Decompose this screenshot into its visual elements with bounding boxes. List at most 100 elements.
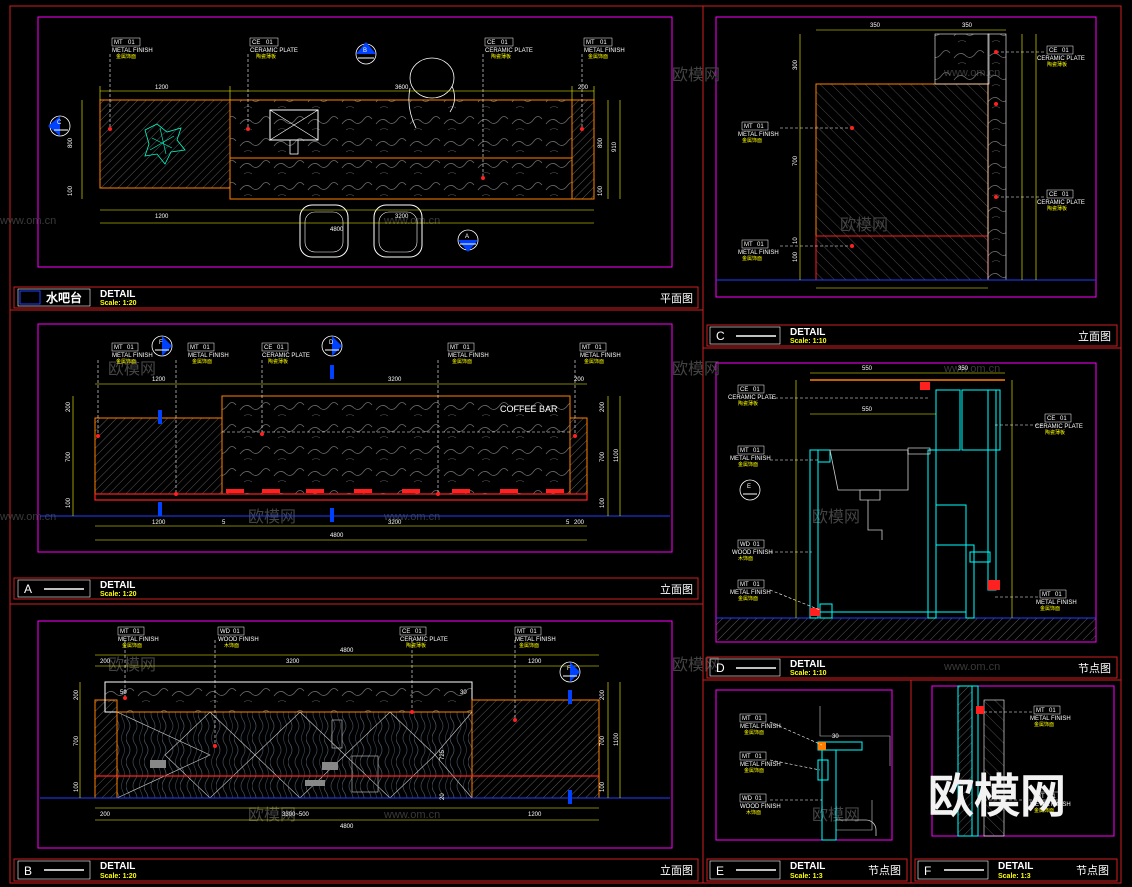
svg-text:CE: CE — [264, 345, 272, 351]
svg-text:20: 20 — [440, 793, 446, 800]
svg-text:金属饰面: 金属饰面 — [116, 358, 136, 365]
svg-text:MT: MT — [740, 448, 749, 454]
watermark-url: www.om.cn — [383, 809, 440, 821]
svg-text:金属饰面: 金属饰面 — [742, 137, 762, 144]
svg-text:F: F — [924, 864, 931, 878]
plan-dim-bottom: 1200 — [155, 214, 169, 220]
svg-text:陶瓷薄板: 陶瓷薄板 — [1047, 61, 1067, 68]
svg-text:550: 550 — [862, 366, 873, 372]
svg-text:4800: 4800 — [340, 824, 354, 830]
svg-text:WOOD FINISH: WOOD FINISH — [732, 550, 773, 556]
svg-text:4800: 4800 — [330, 533, 344, 539]
svg-text:01: 01 — [530, 629, 537, 635]
svg-text:E: E — [747, 484, 751, 490]
svg-text:100: 100 — [793, 251, 799, 262]
svg-text:陶瓷薄板: 陶瓷薄板 — [256, 53, 276, 60]
svg-text:Scale: 1:3: Scale: 1:3 — [998, 873, 1031, 880]
title-bar-c: C DETAIL Scale: 1:10 立面图 — [706, 324, 1118, 347]
section-marker-e: E — [739, 479, 761, 501]
title-bar-f: F DETAIL Scale: 1:3 节点图 — [914, 858, 1118, 882]
svg-text:木饰面: 木饰面 — [224, 642, 239, 649]
svg-text:CERAMIC PLATE: CERAMIC PLATE — [1037, 200, 1085, 206]
svg-text:METAL FINISH: METAL FINISH — [730, 590, 771, 596]
plan-dim-left: 100 — [68, 185, 74, 196]
svg-text:01: 01 — [757, 124, 764, 130]
svg-text:METAL FINISH: METAL FINISH — [584, 48, 625, 54]
svg-text:01: 01 — [127, 345, 134, 351]
svg-text:700: 700 — [793, 155, 799, 166]
elevation-b-view: 200 3200 4800 1200 200 3300~500 1200 480… — [40, 640, 670, 830]
svg-text:金属饰面: 金属饰面 — [744, 767, 764, 774]
svg-text:3200: 3200 — [388, 377, 402, 383]
svg-text:立面图: 立面图 — [660, 582, 693, 596]
svg-text:陶瓷薄板: 陶瓷薄板 — [1045, 429, 1065, 436]
svg-text:200: 200 — [600, 401, 606, 412]
title-bar-plan: 水吧台 DETAIL Scale: 1:20 平面图 — [13, 286, 699, 309]
svg-text:金属饰面: 金属饰面 — [1040, 605, 1060, 612]
title-bar-d: D DETAIL Scale: 1:10 节点图 — [706, 656, 1118, 679]
svg-text:C: C — [57, 120, 62, 126]
svg-text:METAL FINISH: METAL FINISH — [1036, 600, 1077, 606]
watermark-text: 欧模网 — [108, 656, 156, 674]
svg-text:DETAIL: DETAIL — [790, 327, 825, 338]
svg-text:WOOD FINISH: WOOD FINISH — [740, 804, 781, 810]
svg-text:METAL FINISH: METAL FINISH — [1030, 802, 1071, 808]
svg-text:立面图: 立面图 — [1078, 329, 1111, 343]
svg-text:1200: 1200 — [528, 812, 542, 818]
svg-text:200: 200 — [74, 689, 80, 700]
svg-text:陶瓷薄板: 陶瓷薄板 — [491, 53, 511, 60]
svg-text:01: 01 — [463, 345, 470, 351]
svg-text:01: 01 — [753, 542, 760, 548]
svg-text:CE: CE — [1047, 416, 1055, 422]
watermark-url: www.om.cn — [943, 661, 1000, 673]
svg-text:725: 725 — [440, 749, 446, 760]
svg-text:MT: MT — [450, 345, 459, 351]
plan-dim-bottom: 4800 — [330, 227, 344, 233]
watermark-text: 欧模网 — [812, 508, 860, 526]
svg-text:金属饰面: 金属饰面 — [744, 729, 764, 736]
svg-text:节点图: 节点图 — [868, 864, 901, 877]
plan-dim-right: 100 — [598, 185, 604, 196]
section-marker-f: F — [151, 335, 173, 357]
plan-dim-top: 3600 — [395, 85, 409, 91]
big-watermark: 欧模网 — [928, 770, 1066, 822]
svg-text:WOOD FINISH: WOOD FINISH — [218, 637, 259, 643]
svg-text:MT: MT — [1036, 794, 1045, 800]
svg-text:金属饰面: 金属饰面 — [584, 358, 604, 365]
plan-dim-bottom: 3200 — [395, 214, 409, 220]
svg-text:CE: CE — [740, 387, 748, 393]
svg-text:700: 700 — [66, 451, 72, 462]
svg-text:Scale: 1:20: Scale: 1:20 — [100, 591, 137, 598]
plan-section-markers: B C A — [48, 42, 479, 252]
svg-text:01: 01 — [203, 345, 210, 351]
svg-text:METAL FINISH: METAL FINISH — [738, 132, 779, 138]
plan-dim-right: 800 — [598, 137, 604, 148]
svg-text:DETAIL: DETAIL — [100, 580, 135, 591]
panel-frames — [9, 5, 1122, 884]
svg-text:01: 01 — [133, 629, 140, 635]
svg-text:F: F — [159, 340, 163, 346]
svg-text:01: 01 — [757, 242, 764, 248]
svg-text:D: D — [329, 340, 334, 346]
section-marker-c: C — [48, 115, 71, 137]
svg-text:DETAIL: DETAIL — [998, 861, 1033, 872]
plan-dim-top: 1200 — [155, 85, 169, 91]
svg-text:木饰面: 木饰面 — [746, 809, 761, 816]
svg-text:200: 200 — [600, 689, 606, 700]
plan-dim-right: 910 — [612, 141, 618, 152]
svg-text:700: 700 — [600, 451, 606, 462]
svg-text:CERAMIC PLATE: CERAMIC PLATE — [1035, 424, 1083, 430]
svg-text:金属饰面: 金属饰面 — [738, 595, 758, 602]
watermark-text: 欧模网 — [108, 360, 156, 378]
section-marker-a: A — [457, 229, 479, 252]
svg-text:METAL FINISH: METAL FINISH — [730, 456, 771, 462]
svg-text:金属饰面: 金属饰面 — [588, 53, 608, 60]
svg-text:350: 350 — [962, 23, 973, 29]
drawing-borders — [37, 16, 1115, 849]
svg-text:1200: 1200 — [528, 659, 542, 665]
svg-text:CERAMIC PLATE: CERAMIC PLATE — [1037, 56, 1085, 62]
